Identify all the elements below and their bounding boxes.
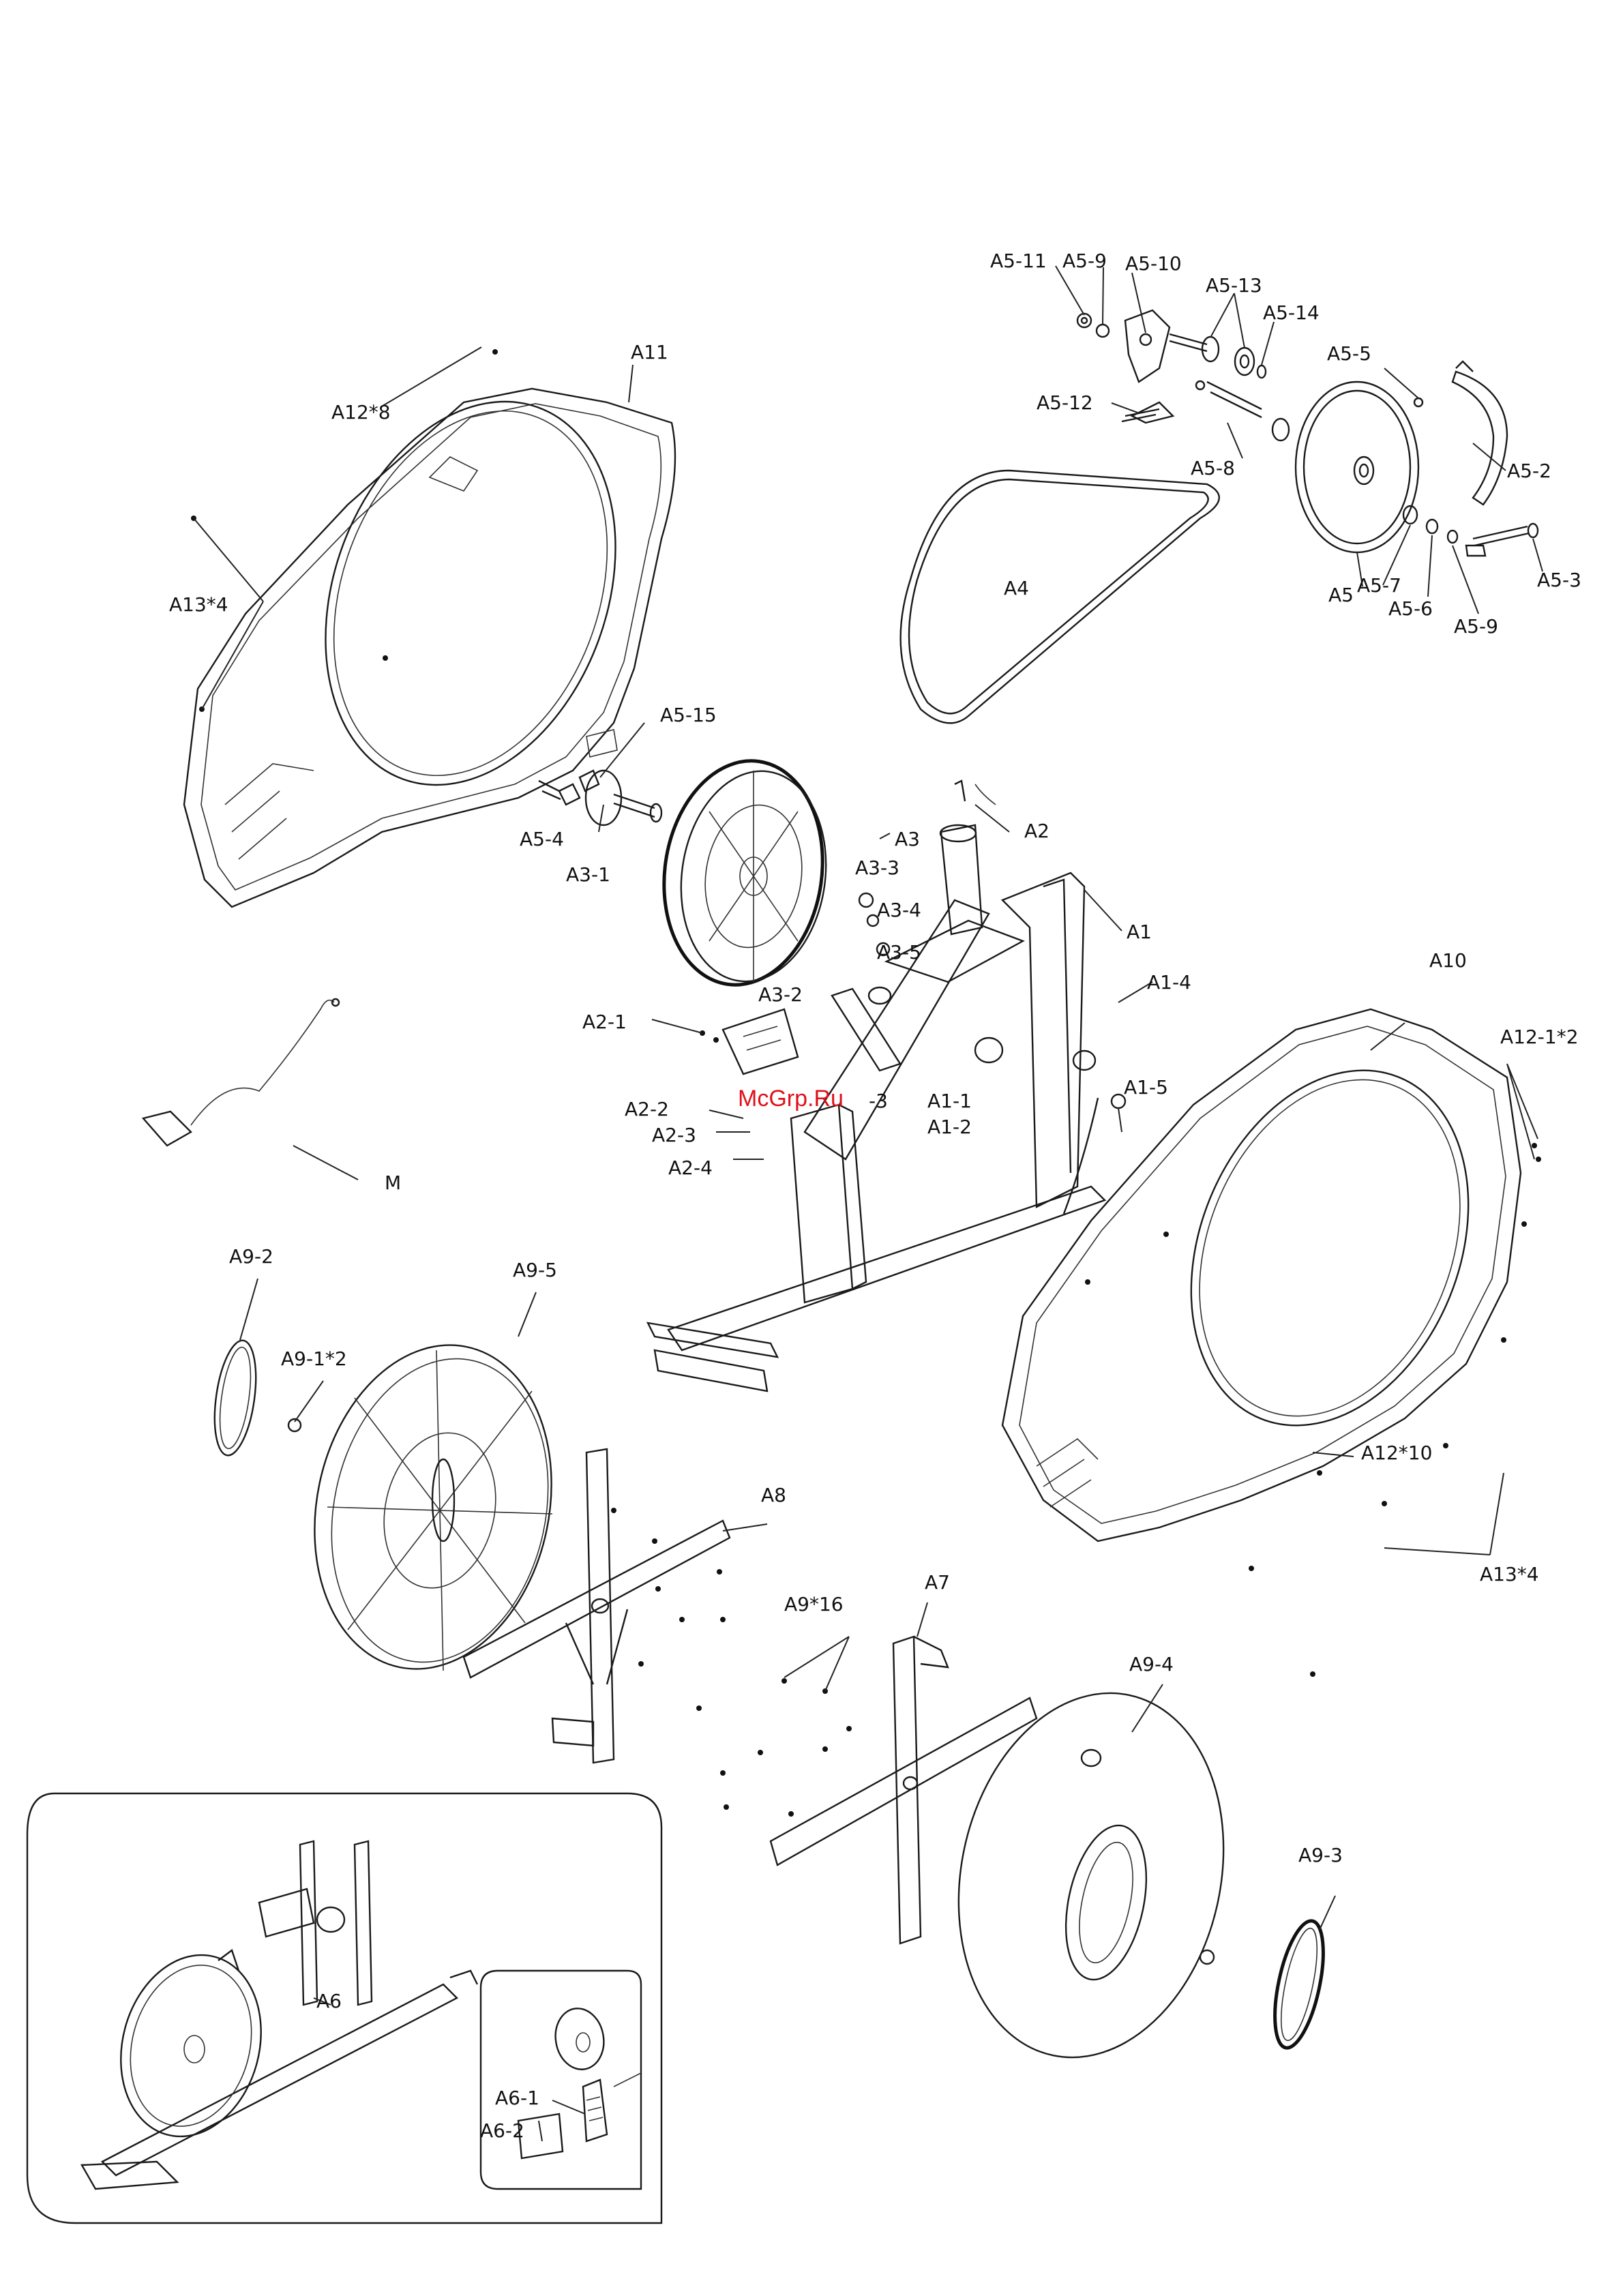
- label-a5: A5: [1328, 584, 1354, 606]
- label-a5-8: A5-8: [1191, 457, 1235, 479]
- left-disc-a9-5: [208, 1323, 580, 1691]
- cross-frame-a8: [464, 1449, 730, 1763]
- label-a9-3: A9-3: [1298, 1844, 1343, 1866]
- label-a5-10: A5-10: [1125, 252, 1182, 275]
- label-a5-12: A5-12: [1037, 391, 1093, 414]
- label-a2: A2: [1024, 820, 1049, 842]
- label-a5-7: A5-7: [1357, 574, 1401, 597]
- label-a6: A6: [316, 1990, 342, 2012]
- label-a2-2: A2-2: [625, 1098, 669, 1120]
- label-a5-2: A5-2: [1507, 460, 1551, 482]
- label-a3-1: A3-1: [566, 863, 610, 886]
- label-a3-3: A3-3: [855, 856, 899, 879]
- bolts-a9-16: [611, 1508, 852, 1817]
- label-a6-1: A6-1: [495, 2087, 539, 2109]
- label-a12-10: A12*10: [1361, 1442, 1432, 1464]
- label-a1-2: A1-2: [927, 1116, 972, 1138]
- label-a3-4: A3-4: [877, 899, 921, 921]
- label-a13-4-left: A13*4: [169, 593, 228, 616]
- label-a6-2: A6-2: [480, 2119, 524, 2142]
- watermark-text: McGrp.Ru: [738, 1086, 844, 1112]
- label-a9-2: A9-2: [229, 1245, 273, 1268]
- label-a5-3: A5-3: [1537, 569, 1581, 591]
- label-a1-5: A1-5: [1124, 1076, 1168, 1099]
- label-a1: A1: [1127, 921, 1152, 943]
- label-a9-16: A9*16: [784, 1593, 844, 1615]
- right-disc-a9-4: [926, 1668, 1332, 2082]
- label-a3: A3: [895, 828, 920, 850]
- drive-belt-a4: [901, 471, 1219, 723]
- label-a5-9-bot: A5-9: [1454, 615, 1498, 638]
- label-a8: A8: [761, 1484, 786, 1506]
- upright-a7: [771, 1637, 1037, 1943]
- label-a12-1-2: A12-1*2: [1500, 1026, 1579, 1048]
- label-a4: A4: [1004, 577, 1029, 599]
- label-a11: A11: [631, 341, 668, 363]
- label-a9-4: A9-4: [1129, 1653, 1174, 1675]
- label-m: M: [385, 1172, 401, 1194]
- label-a1-1: A1-1: [927, 1090, 972, 1112]
- inset-detail-a6: [27, 1793, 661, 2223]
- label-a12-8: A12*8: [331, 401, 391, 423]
- label-a9-5: A9-5: [513, 1259, 557, 1281]
- label-a5-13: A5-13: [1206, 274, 1262, 297]
- flywheel-assembly-a5: [1077, 310, 1538, 556]
- label-a9-1-2: A9-1*2: [281, 1347, 347, 1370]
- label-a2-1: A2-1: [582, 1011, 627, 1033]
- label-a2-4: A2-4: [668, 1157, 713, 1179]
- label-a7: A7: [925, 1571, 950, 1594]
- power-adapter-m: [143, 999, 339, 1146]
- label-a13-4-right: A13*4: [1480, 1563, 1539, 1585]
- right-shroud-a10: [1002, 1009, 1541, 1677]
- label-a3-5: A3-5: [877, 941, 921, 964]
- label-a1-3: -3: [869, 1090, 888, 1112]
- label-a5-5: A5-5: [1327, 342, 1371, 365]
- label-a5-9-top: A5-9: [1062, 250, 1107, 272]
- label-a5-15: A5-15: [660, 704, 717, 726]
- label-a5-14: A5-14: [1263, 301, 1320, 324]
- label-a2-3: A2-3: [652, 1124, 696, 1146]
- part-labels: A5-11 A5-9 A5-10 A5-13 A5-14 A5-5 A5-12 …: [169, 250, 1581, 2142]
- left-shroud-a11: [184, 349, 675, 907]
- label-a5-6: A5-6: [1388, 597, 1433, 620]
- label-a10: A10: [1429, 949, 1467, 972]
- label-a1-4: A1-4: [1147, 971, 1191, 994]
- label-a5-4: A5-4: [520, 828, 564, 850]
- label-a5-11: A5-11: [990, 250, 1047, 272]
- label-a3-2: A3-2: [758, 983, 803, 1006]
